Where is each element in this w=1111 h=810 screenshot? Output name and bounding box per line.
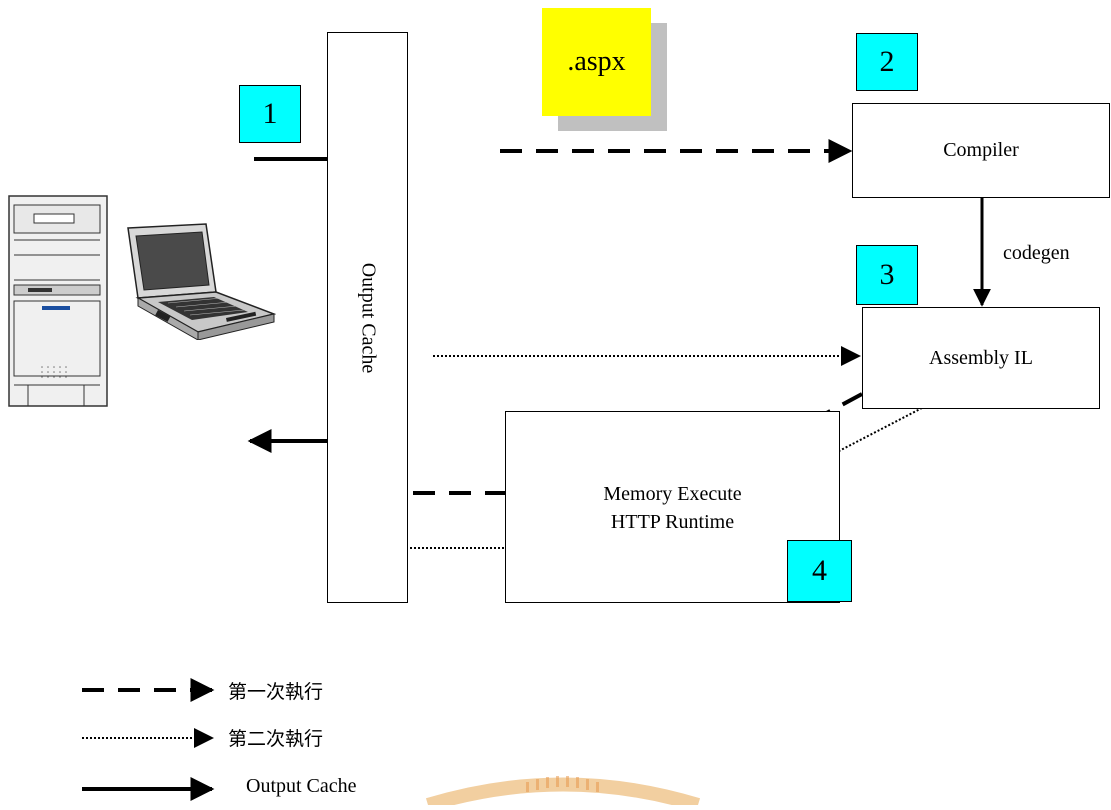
legend-output-cache-label: Output Cache [246,775,357,798]
runtime-label-line2: HTTP Runtime [506,508,839,536]
output-cache-label: Output Cache [356,262,379,373]
assembly-il-box: Assembly IL [862,307,1100,409]
runtime-label: Memory Execute HTTP Runtime [506,480,839,536]
step-badge-4: 4 [787,540,852,602]
step-badge-3: 3 [856,245,918,305]
compiler-box: Compiler [852,103,1110,198]
output-cache-column: Output Cache [327,32,408,603]
legend-second-run-label: 第二次執行 [228,724,323,751]
assembly-il-label: Assembly IL [929,347,1033,370]
legend-first-run-label: 第一次執行 [228,677,323,704]
compiler-label: Compiler [943,139,1019,162]
step-badge-1: 1 [239,85,301,143]
aspx-file-card: .aspx [542,8,651,116]
aspx-file-label: .aspx [567,46,625,78]
runtime-label-line1: Memory Execute [506,480,839,508]
step-badge-2: 2 [856,33,918,91]
codegen-label: codegen [1003,242,1070,265]
watermark-logo [418,772,708,805]
